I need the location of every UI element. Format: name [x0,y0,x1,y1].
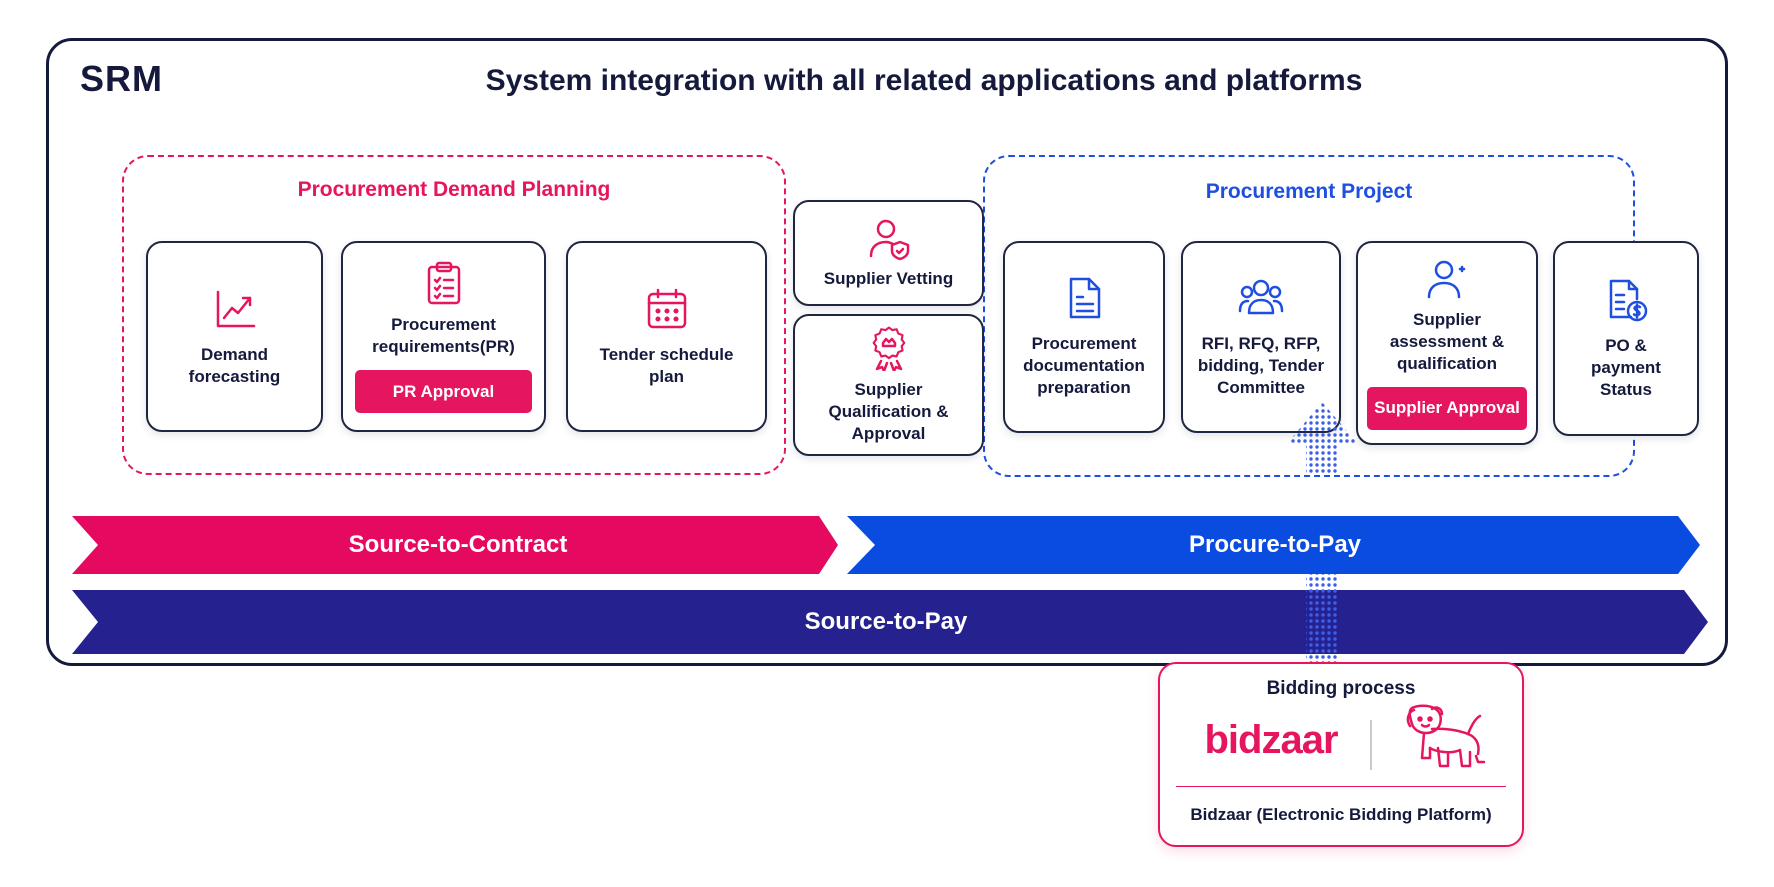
demand-planning-label: Procurement Demand Planning [297,178,611,201]
srm-label: SRM [80,58,163,99]
logo-divider [1370,720,1372,770]
project-label: Procurement Project [1205,180,1413,203]
bidding-title: Bidding process [1266,678,1416,699]
card-documentation[interactable]: Procurement documentation preparation [1003,241,1165,433]
card-label: PO & payment Status [1591,335,1661,399]
dog-mascot-icon [1402,702,1492,780]
card-supplier-vetting[interactable]: Supplier Vetting [793,200,984,306]
supplier-approval-badge[interactable]: Supplier Approval [1367,386,1527,430]
procure-to-pay-arrow [847,516,1700,574]
source-to-pay-label: Source-to-Pay [804,608,968,635]
page-title: System integration with all related appl… [485,64,1363,97]
card-assessment[interactable]: Supplier assessment & qualification Supp… [1356,241,1538,445]
bidzaar-logo-text[interactable]: bidzaar [1204,718,1338,762]
procure-to-pay-label: Procure-to-Pay [1188,531,1362,558]
user-add-icon [1424,257,1470,303]
rosette-icon [866,325,912,373]
card-po-payment[interactable]: PO & payment Status [1553,241,1699,436]
card-label: RFI, RFQ, RFP, bidding, Tender Committee [1197,334,1325,397]
user-shield-icon [866,216,912,262]
card-label: Procurement requirements(PR) [372,315,515,356]
srm-frame [46,38,1728,666]
invoice-dollar-icon [1603,277,1649,323]
card-procurement-requirements[interactable]: Procurement requirements(PR) PR Approval [341,241,546,432]
integration-dotted-arrow [1286,402,1359,664]
card-label: Supplier assessment & qualification [1389,309,1505,373]
card-demand-forecasting[interactable]: Demand forecasting [146,241,323,432]
chart-icon [212,286,258,332]
source-to-contract-arrow [72,516,838,574]
document-icon [1061,275,1107,321]
card-tender-schedule[interactable]: Tender schedule plan [566,241,767,432]
card-rfi[interactable]: RFI, RFQ, RFP, bidding, Tender Committee [1181,241,1341,433]
group-icon [1238,275,1284,321]
card-label: Tender schedule plan [599,344,734,386]
calendar-icon [644,286,690,332]
card-label: Supplier Vetting [823,269,954,288]
clipboard-icon [421,260,467,306]
source-to-pay-arrow [72,590,1708,654]
bidding-separator [1176,786,1506,787]
card-label: Procurement documentation preparation [1023,334,1145,397]
demand-planning-group [122,155,786,475]
pr-approval-badge[interactable]: PR Approval [355,370,532,413]
card-supplier-qualification[interactable]: Supplier Qualification & Approval [793,314,984,456]
card-label: Supplier Qualification & Approval [828,380,949,443]
bidding-box [1158,662,1524,847]
card-label: Demand forecasting [188,344,281,386]
source-to-contract-label: Source-to-Contract [348,531,568,558]
bidding-caption: Bidzaar (Electronic Bidding Platform) [1190,805,1492,824]
